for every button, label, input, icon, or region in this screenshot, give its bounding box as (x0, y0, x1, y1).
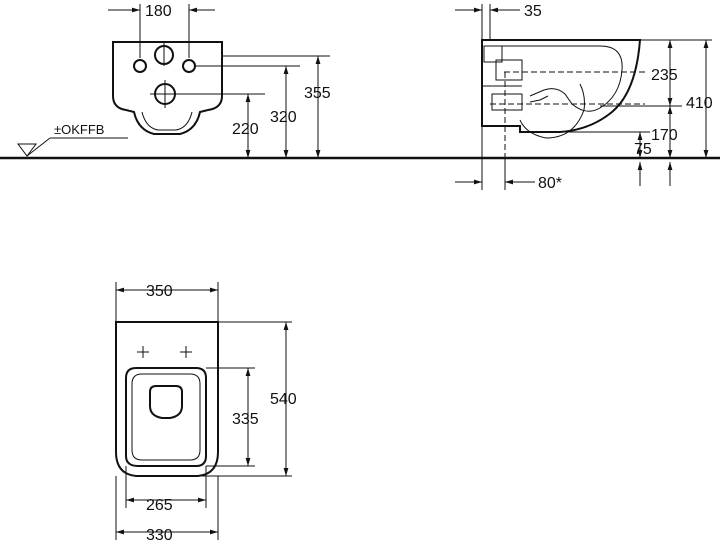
dim-220: 220 (232, 121, 259, 138)
dim-180: 180 (145, 3, 172, 20)
dim-235: 235 (651, 67, 678, 84)
dim-80: 80* (538, 175, 562, 192)
top-view: 350 540 335 265 330 (115, 282, 297, 544)
dim-540: 540 (270, 391, 297, 408)
dim-335: 335 (232, 411, 259, 428)
dim-75: 75 (634, 141, 652, 158)
dim-355: 355 (304, 85, 331, 102)
dim-320: 320 (270, 109, 297, 126)
dim-35: 35 (524, 3, 542, 20)
dim-330: 330 (146, 527, 173, 544)
dim-410: 410 (686, 95, 713, 112)
dim-350: 350 (146, 283, 173, 300)
side-view: 35 235 410 170 75 80* (455, 3, 713, 192)
front-view: 180 220 320 355 ±OKFFB (17, 3, 331, 158)
floor-reference-label: ±OKFFB (54, 122, 104, 137)
dim-170: 170 (651, 127, 678, 144)
dim-265: 265 (146, 497, 173, 514)
